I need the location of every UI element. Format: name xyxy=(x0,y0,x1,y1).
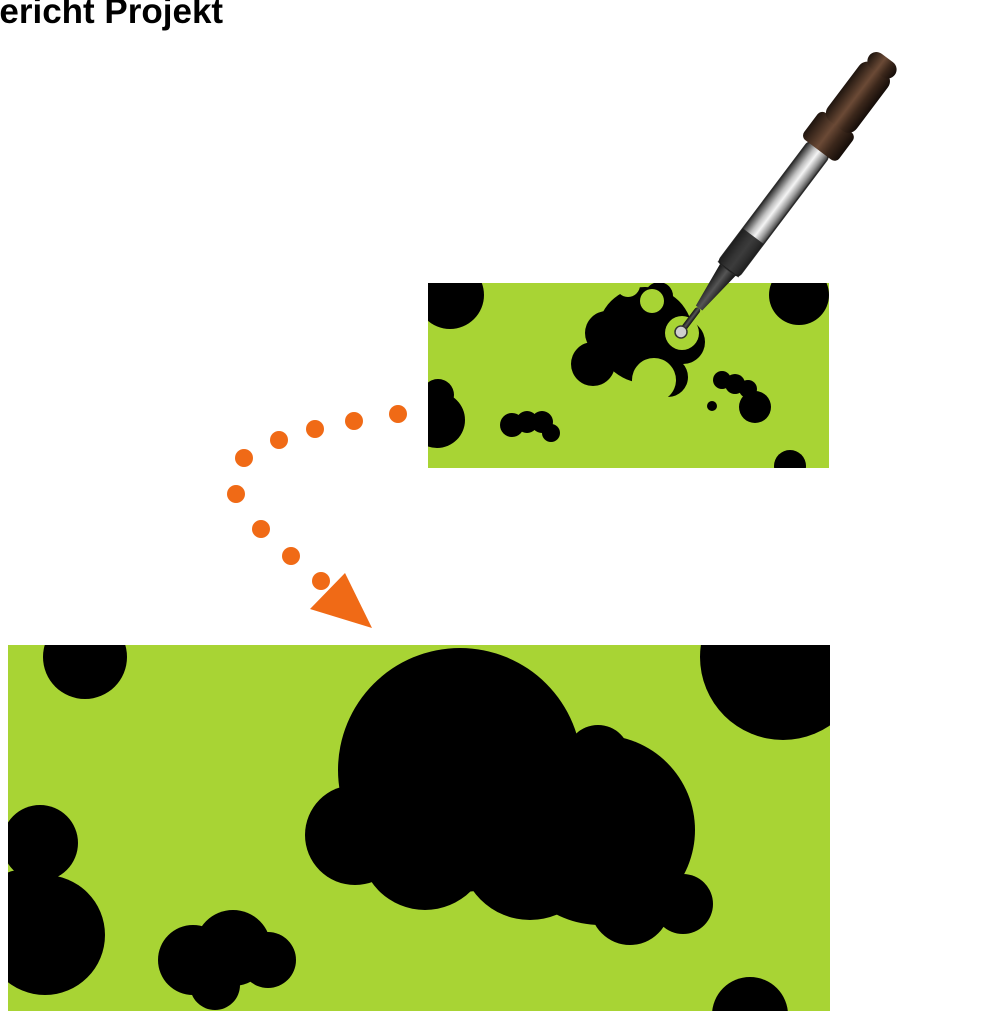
blob xyxy=(769,265,829,325)
arrow-dot xyxy=(306,420,324,438)
arrow-dot xyxy=(252,520,270,538)
arrow-dot xyxy=(270,431,288,449)
arrow-dot xyxy=(389,405,407,423)
blob xyxy=(774,450,806,482)
blob xyxy=(653,874,713,934)
arrow-dot xyxy=(235,449,253,467)
blob xyxy=(739,391,771,423)
small-sample-panel xyxy=(409,261,829,482)
blob xyxy=(707,401,717,411)
arrow-dot xyxy=(345,412,363,430)
blob xyxy=(43,615,127,699)
arrow-dot xyxy=(312,572,330,590)
blob xyxy=(700,574,866,740)
blob xyxy=(2,805,78,881)
blob xyxy=(571,342,615,386)
blob xyxy=(190,960,240,1010)
blob-notch xyxy=(632,358,676,402)
blob-notch xyxy=(616,273,640,297)
zoomed-sample-panel xyxy=(0,574,866,1011)
blob xyxy=(460,780,600,920)
dotted-arrow xyxy=(227,405,407,628)
blob xyxy=(542,424,560,442)
blob xyxy=(416,261,484,329)
arrow-dot xyxy=(227,485,245,503)
blob xyxy=(240,932,296,988)
blob xyxy=(409,392,465,448)
arrow-dot xyxy=(282,547,300,565)
blob-notch xyxy=(640,289,664,313)
